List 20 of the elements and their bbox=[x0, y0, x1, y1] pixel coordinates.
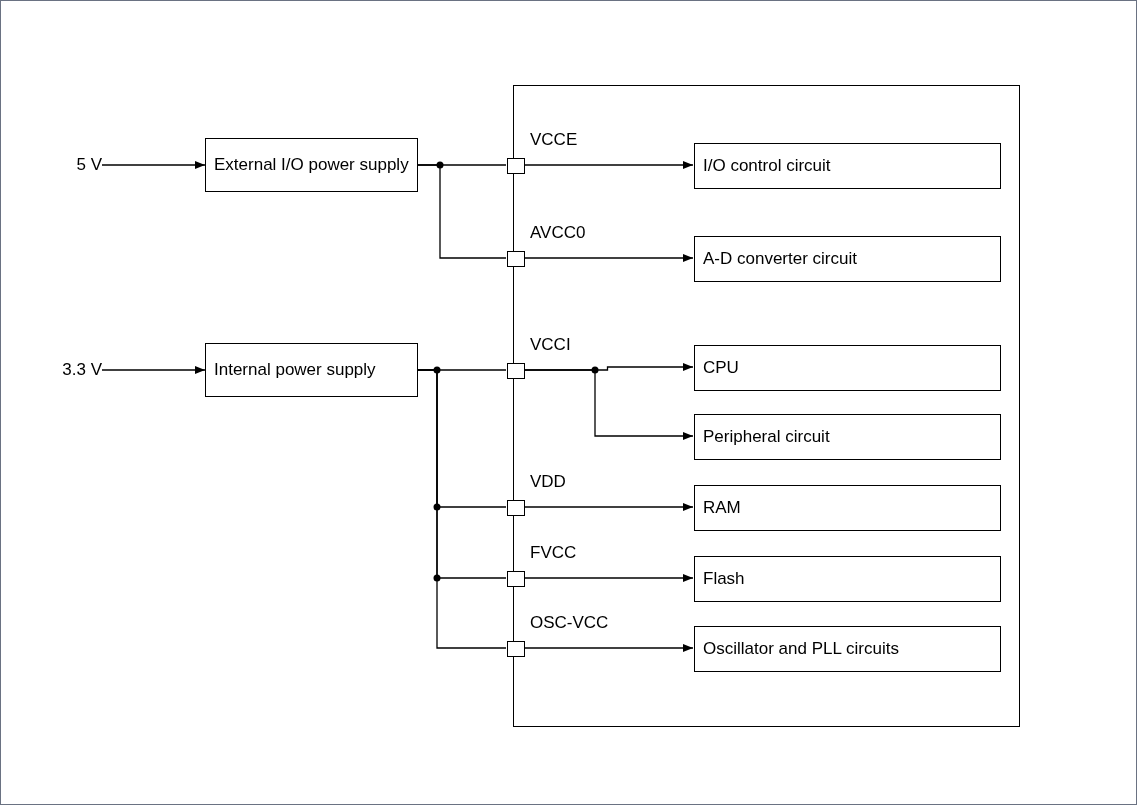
voltage-label: 3.3 V bbox=[52, 358, 102, 382]
circuit-box: External I/O power supply bbox=[205, 138, 418, 192]
pin-label: AVCC0 bbox=[530, 222, 586, 244]
circuit-box: I/O control circuit bbox=[694, 143, 1001, 189]
pin-label: OSC-VCC bbox=[530, 612, 609, 634]
pin-label: VCCE bbox=[530, 129, 578, 151]
circuit-box: Peripheral circuit bbox=[694, 414, 1001, 460]
circuit-box: Flash bbox=[694, 556, 1001, 602]
pin-label: VDD bbox=[530, 471, 566, 493]
arrow bbox=[101, 161, 206, 169]
circuit-box: CPU bbox=[694, 345, 1001, 391]
circuit-box: Internal power supply bbox=[205, 343, 418, 397]
circuit-box: RAM bbox=[694, 485, 1001, 531]
circuit-box: A-D converter circuit bbox=[694, 236, 1001, 282]
voltage-label: 5 V bbox=[60, 153, 102, 177]
arrow bbox=[101, 366, 206, 374]
wire bbox=[417, 164, 507, 259]
pin-label: FVCC bbox=[530, 542, 577, 564]
pin-label: VCCI bbox=[530, 334, 571, 356]
circuit-box: Oscillator and PLL circuits bbox=[694, 626, 1001, 672]
